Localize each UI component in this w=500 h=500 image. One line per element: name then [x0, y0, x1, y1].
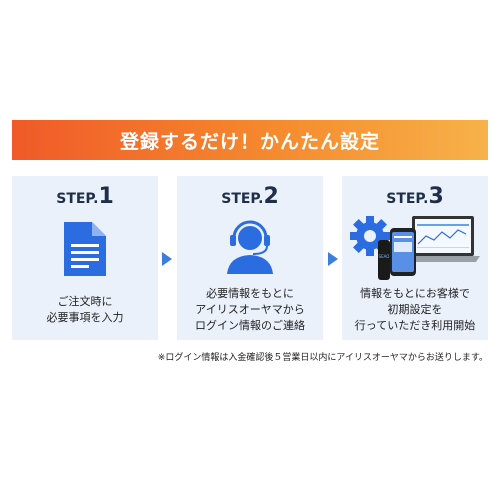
step-description-1: ご注文時に 必要事項を入力: [12, 294, 158, 326]
step-card-1: STEP.1 ご注文時に 必要事項を入力: [12, 176, 158, 340]
step-description-2: 必要情報をもとに アイリスオーヤマから ログイン情報のご連絡: [177, 286, 323, 334]
step-text-line: 必要事項を入力: [46, 311, 124, 324]
arrow-right-icon: [162, 252, 172, 266]
step-text-line: アイリスオーヤマから: [195, 303, 305, 316]
arrow-right-icon: [328, 252, 338, 266]
step-text-line: 初期設定を: [387, 303, 443, 316]
step-heading-1: STEP.1: [12, 184, 158, 209]
step-text-line: 必要情報をもとに: [206, 287, 294, 300]
step-number: 2: [263, 184, 279, 209]
step-text-line: 行っていただき利用開始: [354, 319, 476, 332]
step-text-line: ご注文時に: [57, 295, 113, 308]
gear-devices-icon: SEAO: [350, 216, 480, 280]
step-label: STEP.: [386, 191, 429, 207]
step-card-3: STEP.3: [342, 176, 488, 340]
banner-title: 登録するだけ！かんたん設定: [119, 130, 380, 153]
footnote: ※ログイン情報は入金確認後５営業日以内にアイリスオーヤマからお送りします。: [157, 353, 488, 363]
step-number: 3: [428, 184, 444, 209]
device-screen-text: SEAO: [379, 254, 390, 259]
step-label: STEP.: [56, 191, 99, 207]
headset-operator-icon: [227, 220, 273, 274]
step-heading-3: STEP.3: [342, 184, 488, 209]
step-text-line: 情報をもとにお客様で: [360, 287, 470, 300]
step-number: 1: [98, 184, 114, 209]
document-icon: [64, 222, 106, 276]
step-card-2: STEP.2 必要情報をもとに アイリスオーヤマから ログイン情報のご連絡: [177, 176, 323, 340]
step-heading-2: STEP.2: [177, 184, 323, 209]
step-label: STEP.: [221, 191, 264, 207]
title-banner: 登録するだけ！かんたん設定: [12, 120, 488, 160]
step-description-3: 情報をもとにお客様で 初期設定を 行っていただき利用開始: [342, 286, 488, 334]
step-text-line: ログイン情報のご連絡: [195, 319, 305, 332]
